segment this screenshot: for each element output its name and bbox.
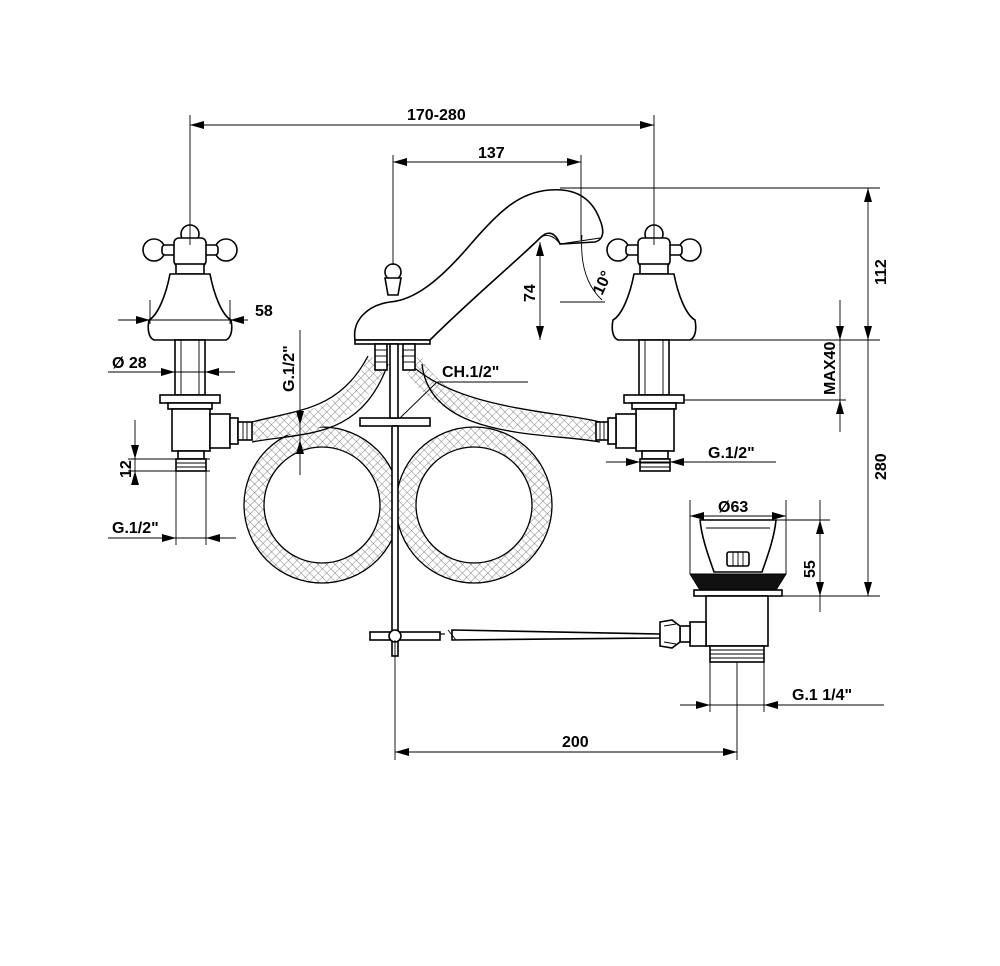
label-handle-width: 58 [255, 303, 273, 320]
label-max-deck: MAX40 [822, 342, 839, 395]
label-drain-height: 55 [802, 560, 819, 578]
spout [353, 188, 604, 371]
label-body-diameter: Ø 28 [112, 355, 147, 372]
label-check-valve: CH.1/2" [442, 364, 499, 381]
label-spout-height: 74 [522, 284, 539, 302]
label-drain-diameter: Ø63 [718, 499, 748, 516]
label-rod-length: 200 [562, 734, 589, 751]
left-hose-loop [244, 427, 400, 583]
label-inlet-thread-left: G.1/2" [112, 520, 159, 537]
label-spacing-range: 170-280 [407, 107, 466, 124]
drain-lever-rod [447, 629, 661, 641]
right-bell [611, 273, 697, 341]
label-nut-height: 12 [118, 460, 135, 478]
pull-rod-assembly [359, 343, 445, 657]
label-spout-reach: 137 [478, 145, 505, 162]
left-bell [147, 273, 233, 341]
label-total-height: 112 [873, 259, 890, 285]
label-inlet-thread-vertical: G.1/2" [281, 345, 298, 392]
right-hose-loop [396, 427, 552, 583]
left-valve [142, 224, 253, 472]
pop-up-drain [659, 519, 787, 663]
right-valve [595, 224, 702, 472]
label-spout-angle: 10° [590, 269, 616, 298]
label-under-deck-height: 280 [873, 453, 890, 480]
left-cross-handle [142, 224, 238, 275]
label-inlet-thread-right: G.1/2" [708, 445, 755, 462]
dimension-lines [108, 115, 884, 760]
label-drain-thread: G.1 1/4" [792, 687, 852, 704]
